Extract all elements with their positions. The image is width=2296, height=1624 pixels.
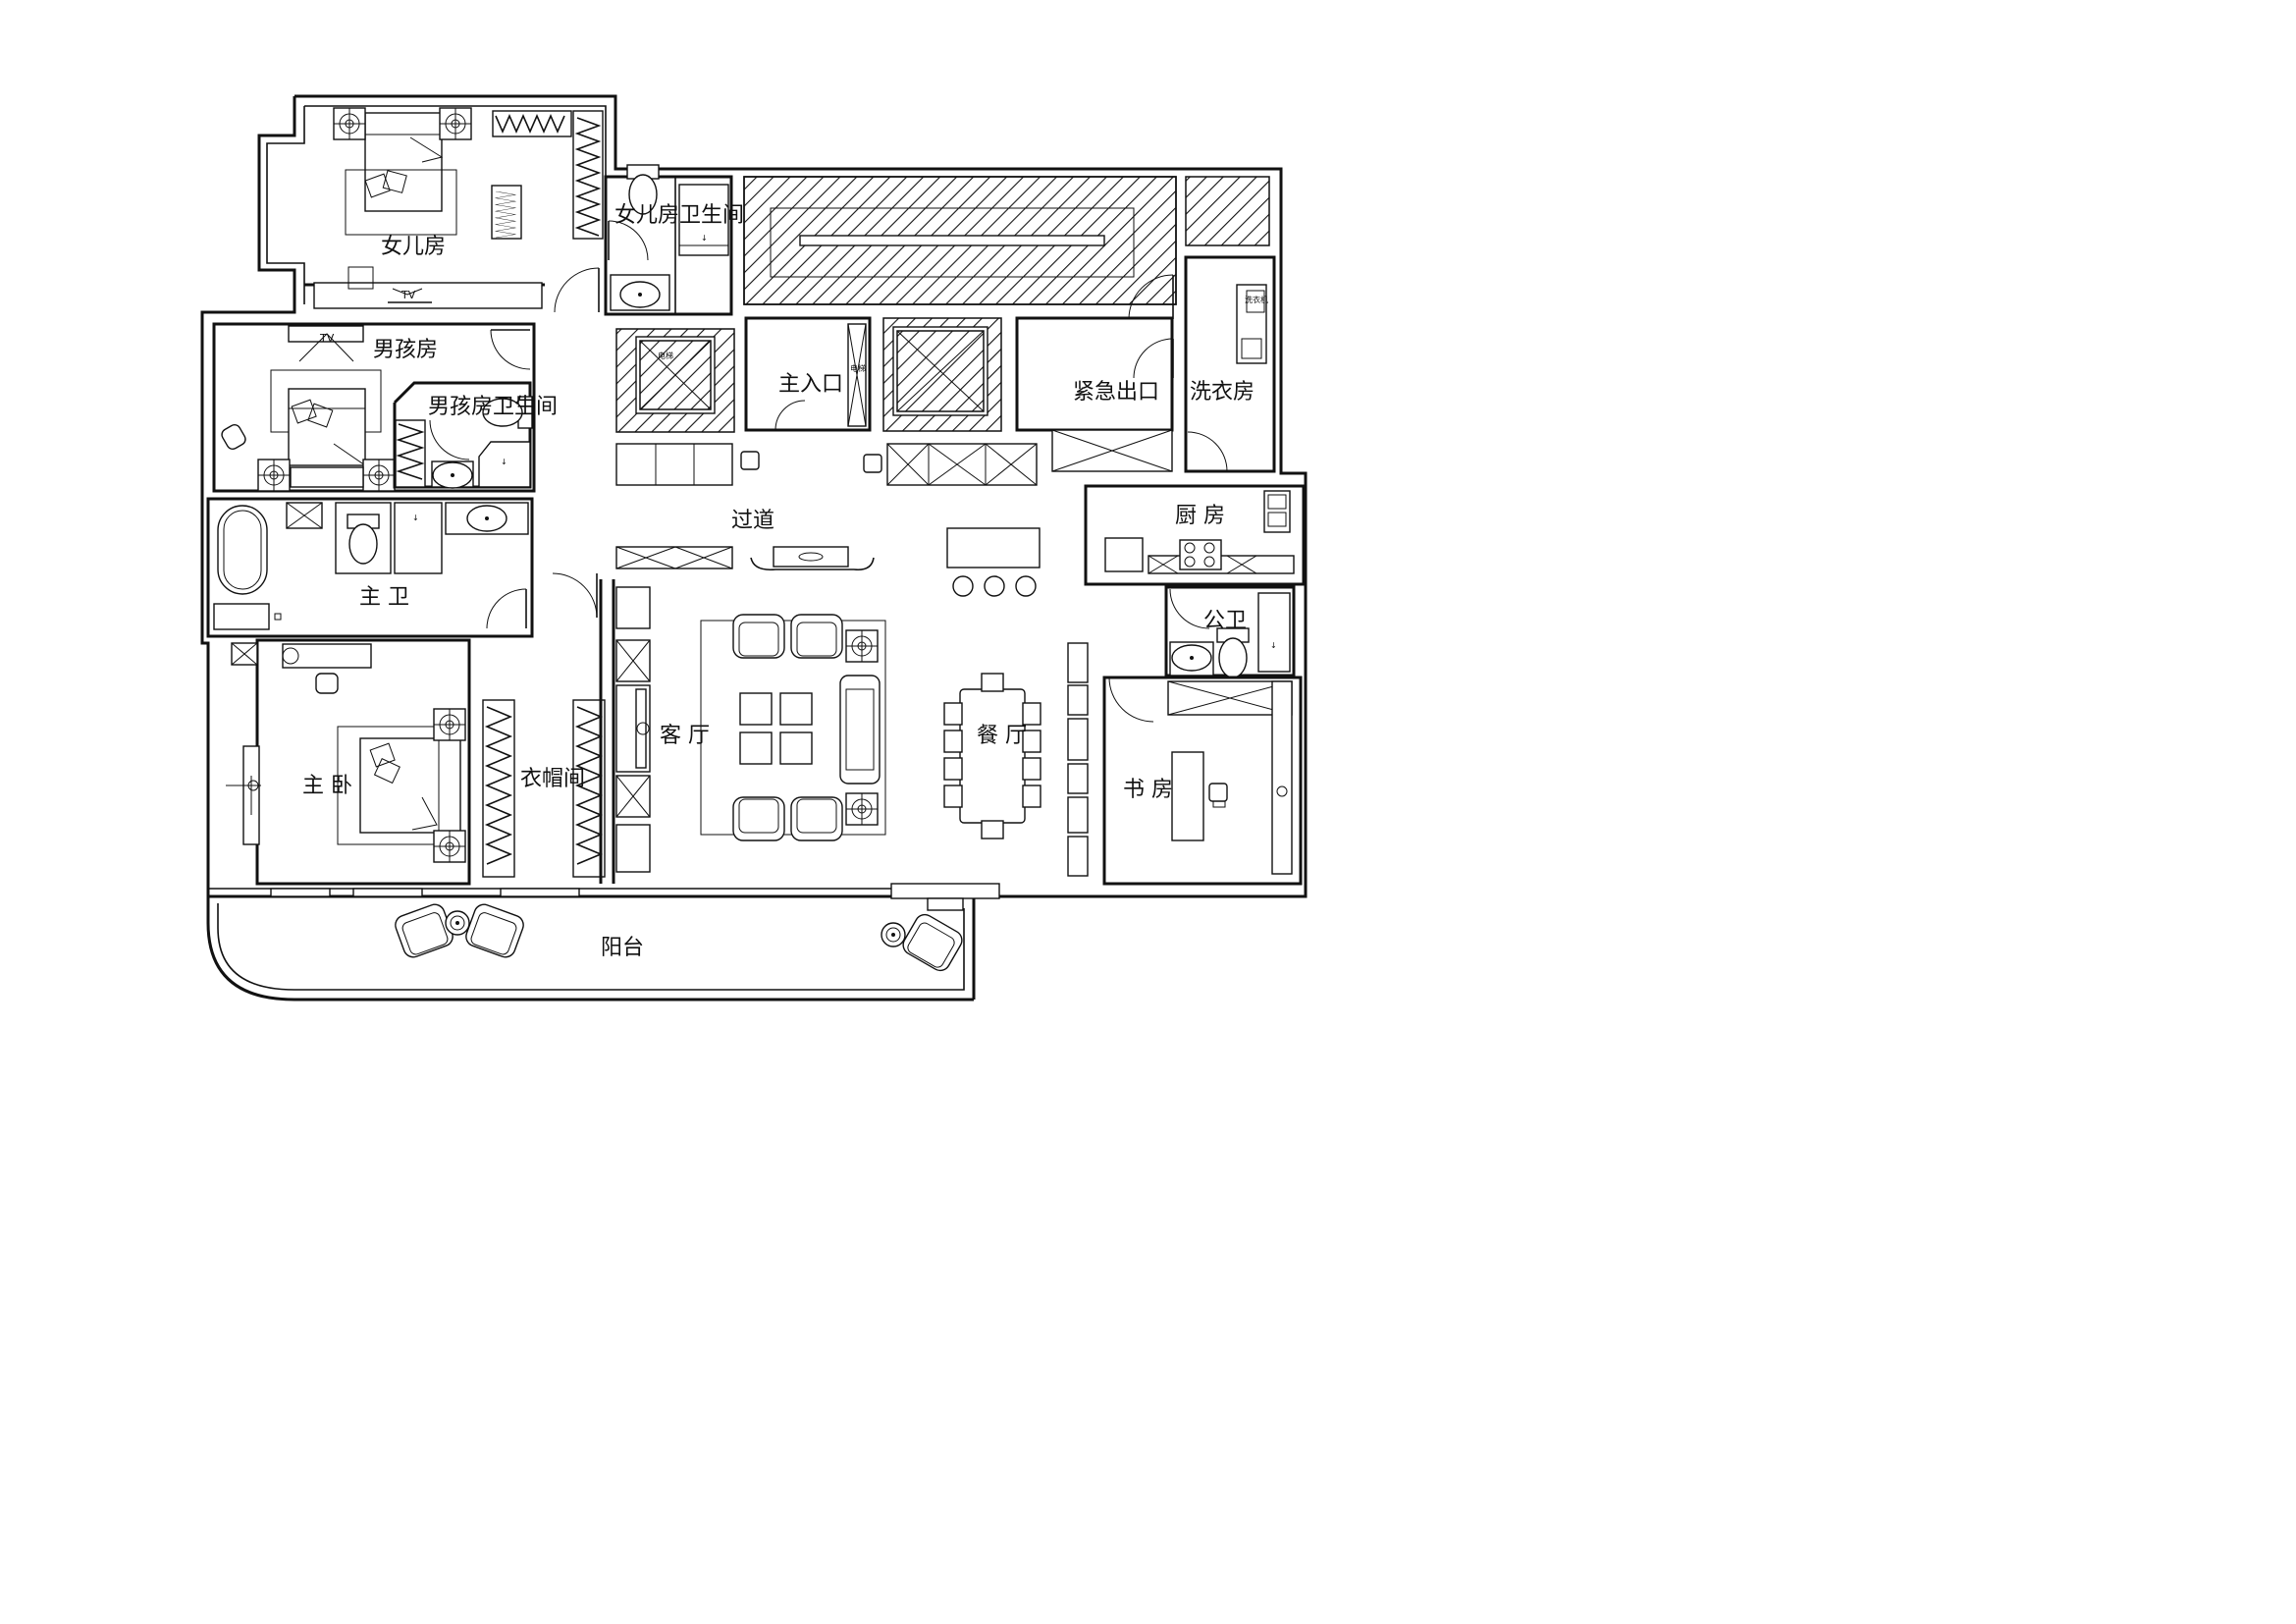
room-label-master-bedroom: 主 卧 [302, 774, 352, 798]
svg-text:电梯: 电梯 [658, 351, 673, 360]
daughter-bath: ↓ 女儿房卫生间 [554, 164, 744, 316]
room-label-dining-room: 餐 厅 [977, 724, 1027, 748]
room-label-public-bath: 公卫 [1203, 609, 1247, 633]
room-label-master-bath: 主 卫 [359, 585, 409, 610]
room-label-daughter-bath: 女儿房卫生间 [614, 203, 744, 228]
svg-text:电梯: 电梯 [850, 363, 866, 373]
study: 书 房 [1102, 676, 1303, 886]
room-label-balcony: 阳台 [601, 936, 644, 960]
svg-text:↓: ↓ [412, 514, 419, 522]
room-label-corridor: 过道 [731, 509, 774, 533]
main-entrance: 电梯 主入口 [744, 316, 872, 432]
wardrobe-room: 衣帽间 [482, 699, 606, 878]
room-label-kitchen: 厨 房 [1175, 504, 1225, 528]
boy-room: TV 男孩房 [212, 322, 536, 493]
balcony [206, 883, 1306, 1001]
stair-core: 电梯 [615, 176, 1270, 433]
room-label-boy-bath: 男孩房卫生间 [428, 395, 558, 419]
corridor-cabinets: 过道 [615, 443, 1038, 571]
kitchen: 厨 房 [1084, 484, 1306, 586]
svg-text:↓: ↓ [1270, 641, 1277, 650]
svg-text:TV: TV [319, 332, 335, 345]
master-bedroom: 主 卧 [226, 638, 471, 886]
svg-text:↓: ↓ [501, 458, 507, 466]
svg-text:洗衣机: 洗衣机 [1245, 295, 1268, 304]
room-label-emergency-exit: 紧急出口 [1073, 380, 1159, 405]
emergency-exit: 紧急出口 [1015, 274, 1174, 472]
room-label-study: 书 房 [1123, 778, 1173, 802]
svg-text:↓: ↓ [701, 234, 708, 243]
room-label-boy-room: 男孩房 [373, 338, 438, 362]
room-label-main-entrance: 主入口 [778, 372, 843, 397]
room-label-laundry: 洗衣房 [1190, 380, 1255, 405]
living-room: 客 厅 [599, 579, 886, 884]
laundry: 洗衣机 洗衣房 [1184, 255, 1276, 473]
dining-room: 餐 厅 [943, 527, 1089, 877]
room-label-wardrobe: 衣帽间 [520, 767, 585, 791]
boy-bath: ↓ 男孩房卫生间 [393, 381, 558, 489]
master-bath: ↓ 主 卫 [206, 497, 598, 638]
room-label-daughter: 女儿房 [381, 235, 446, 259]
svg-text:TV: TV [400, 289, 416, 301]
public-bath: ↓ 公卫 [1164, 585, 1296, 678]
room-label-living-room: 客 厅 [660, 724, 710, 748]
daughter-room: TV 女儿房 [304, 107, 604, 309]
